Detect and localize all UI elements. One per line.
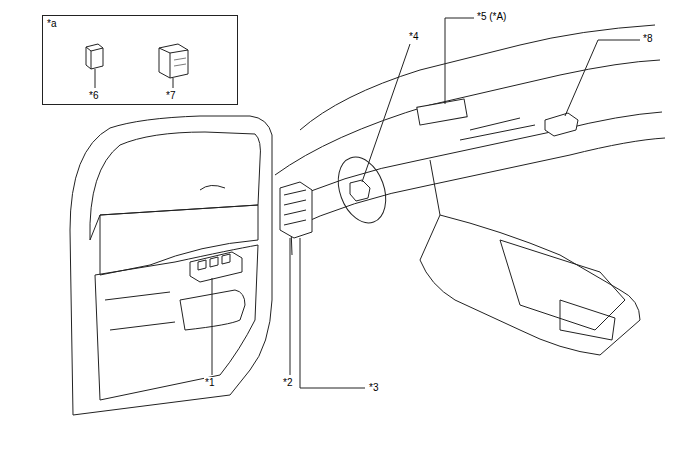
inset-label: *a	[43, 16, 237, 29]
parts	[190, 113, 578, 282]
inset-parts	[86, 44, 188, 88]
callout-number: *2	[282, 377, 293, 388]
inset-frame: *a	[42, 15, 238, 105]
callout-number: *1	[204, 377, 215, 388]
instrument-panel	[275, 25, 665, 355]
callout-number: *8	[642, 33, 653, 44]
callout-number: *7	[165, 90, 176, 101]
callout-number: *3	[368, 382, 379, 393]
door	[70, 116, 272, 415]
callout-number: *5 (*A)	[476, 11, 507, 22]
leader-lines	[212, 18, 640, 388]
callout-number: *6	[88, 90, 99, 101]
callout-number: *4	[408, 31, 419, 42]
